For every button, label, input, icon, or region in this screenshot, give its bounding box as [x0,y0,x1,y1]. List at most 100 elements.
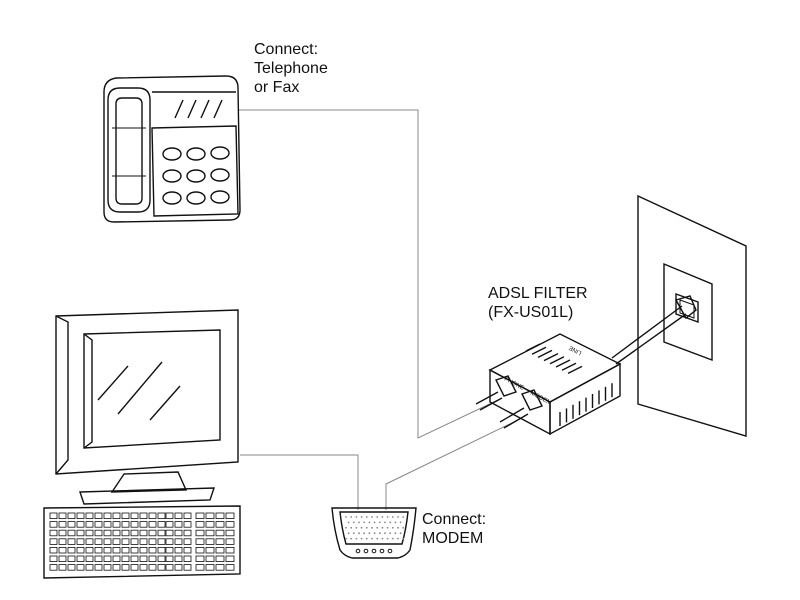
keyboard-key [183,564,192,571]
modem-grille-dot [371,516,373,518]
modem-icon [331,507,417,559]
keyboard-key [215,547,225,554]
modem-grille-dot [371,526,373,529]
keyboard-key [195,538,205,545]
keyboard-key [165,564,174,571]
keyboard-key [103,538,112,545]
keyboard-key [165,538,174,545]
keyboard-key [121,555,130,562]
keyboard-key [67,529,76,537]
keyboard-key [67,512,76,519]
keyboard-key [165,521,174,528]
modem-grille-dot [402,537,405,540]
modem-label-line1: Connect: [422,511,487,528]
modem-grille-dot [368,521,371,524]
modem-grille-dot [391,516,394,518]
modem-label: Connect: MODEM [422,510,486,548]
keyboard-key [103,564,112,571]
keyboard-key [195,512,205,519]
keyboard-key [58,521,67,528]
keyboard-key [49,521,58,528]
modem-grille-dot [394,521,397,524]
keyboard-key [174,555,183,562]
filter-vent [549,356,565,365]
modem-grille-dot [355,516,358,518]
keyboard-key [67,538,76,545]
keyboard-key [174,547,183,554]
keyboard-key [76,555,85,562]
keyboard-key [215,512,225,519]
modem-grille-dot [384,532,386,535]
keyboard-key [215,521,225,528]
modem-grille-dot [373,521,376,524]
modem-grille-dot [389,521,392,524]
keyboard-key [94,564,103,571]
keyboard-key [215,529,225,537]
keyboard-key [112,512,121,519]
keyboard-key [183,538,192,545]
keyboard-key [94,512,103,519]
keyboard-key [67,547,76,554]
keyboard-key [112,529,121,537]
keyboard-key [139,555,148,562]
keyboard-key [225,555,235,562]
keyboard-key [58,564,67,571]
modem-grille-dot [365,526,368,529]
keyboard-key [225,538,235,545]
modem-grille-dot [350,526,353,529]
keyboard-key [225,512,235,519]
modem-grille-dot [386,516,389,518]
modem-grille-dot [352,521,355,524]
modem-grille-dot [397,526,399,529]
modem-grille-dot [360,537,363,540]
keyboard-key [157,547,166,554]
wires [238,109,519,510]
keyboard-key [183,529,192,537]
keyboard-key [139,529,148,537]
modem-grille-dot [350,516,353,518]
keyboard-key [121,564,130,571]
keyboard-key [225,529,235,537]
keyboard-key [148,555,157,562]
keyboard-key [85,555,94,562]
keyboard-key [76,564,85,571]
keyboard-key [67,521,76,528]
keyboard-key [195,521,205,528]
keyboard-key [225,564,235,571]
keyboard-key [225,547,235,554]
keyboard-key [112,547,121,554]
modem-label-line2: MODEM [422,530,484,547]
keyboard-key [112,555,121,562]
keyboard-key [157,564,166,571]
modem-grille-dot [373,532,376,535]
keyboard-key [130,521,139,528]
modem-grille-dot [402,516,405,518]
keyboard-key [157,538,166,545]
modem-grille-dot [376,537,379,540]
keyboard-key [139,564,148,571]
modem-grille-dot [399,532,402,535]
modem-grille-dot [381,526,384,529]
filter-vent [543,352,559,362]
keyboard-key [139,512,148,519]
keyboard-key [67,555,76,562]
modem-grille-dot [365,516,368,518]
keyboard-key [205,555,215,562]
keyboard-key [76,529,85,537]
keyboard-key [112,538,121,545]
line-cable [611,295,697,365]
keyboard-key [205,538,215,545]
modem-grille-dot [347,532,350,535]
keyboard-key [174,521,183,528]
keyboard-key [183,512,192,519]
keyboard-key [85,564,94,571]
keyboard-key [130,529,139,537]
filter-vent [531,346,547,355]
keyboard-key [139,521,148,528]
modem-grille-dot [386,537,389,540]
modem-grille-dot [376,516,379,518]
keyboard-key [148,529,157,537]
modem-grille-dot [381,537,384,540]
modem-grille-dot [391,537,394,540]
modem-grille-dot [363,532,366,535]
